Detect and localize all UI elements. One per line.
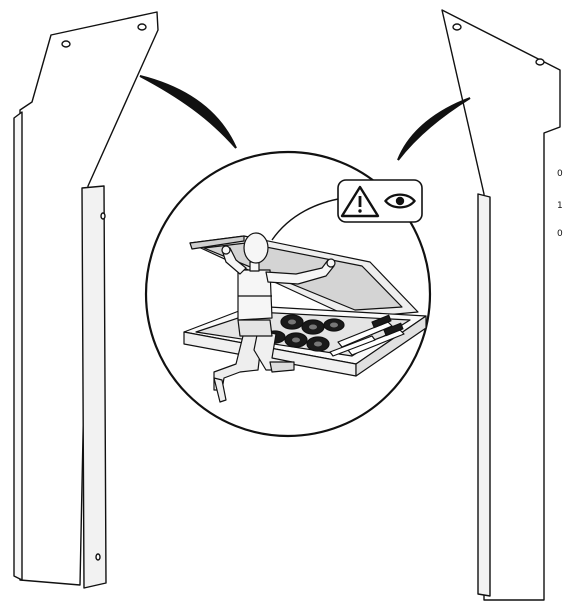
left-panel-front-flange: [81, 185, 107, 589]
figure-head: [243, 232, 269, 264]
mounting-hole: [452, 23, 462, 31]
mounting-hole: [61, 40, 71, 48]
edge-mark: 0: [557, 229, 563, 239]
left-side-panel: [13, 11, 159, 589]
mounting-hole: [95, 553, 101, 561]
mounting-hole: [137, 23, 147, 31]
safety-sign-panel: [337, 179, 423, 223]
eye-icon: [384, 193, 416, 209]
edge-mark: 1: [557, 201, 563, 211]
warning-triangle-icon: [340, 185, 380, 218]
left-panel-inner-lip: [13, 111, 23, 581]
right-panel-front-flange: [477, 193, 491, 597]
left-callout-leader: [139, 75, 237, 149]
lid-front-edge: [189, 235, 245, 250]
tray-contents: [264, 314, 405, 357]
right-side-panel: 0 1 0: [441, 9, 563, 601]
worker-figure: [213, 232, 336, 403]
detail-scene: [183, 232, 427, 403]
mounting-hole: [535, 58, 545, 66]
left-panel-back-face: [19, 11, 159, 586]
edge-mark: 0: [557, 169, 563, 179]
safety-callout-leader: [271, 197, 345, 241]
right-callout-leader: [397, 97, 471, 161]
mounting-hole: [100, 212, 106, 220]
right-panel-back-face: [441, 9, 561, 601]
